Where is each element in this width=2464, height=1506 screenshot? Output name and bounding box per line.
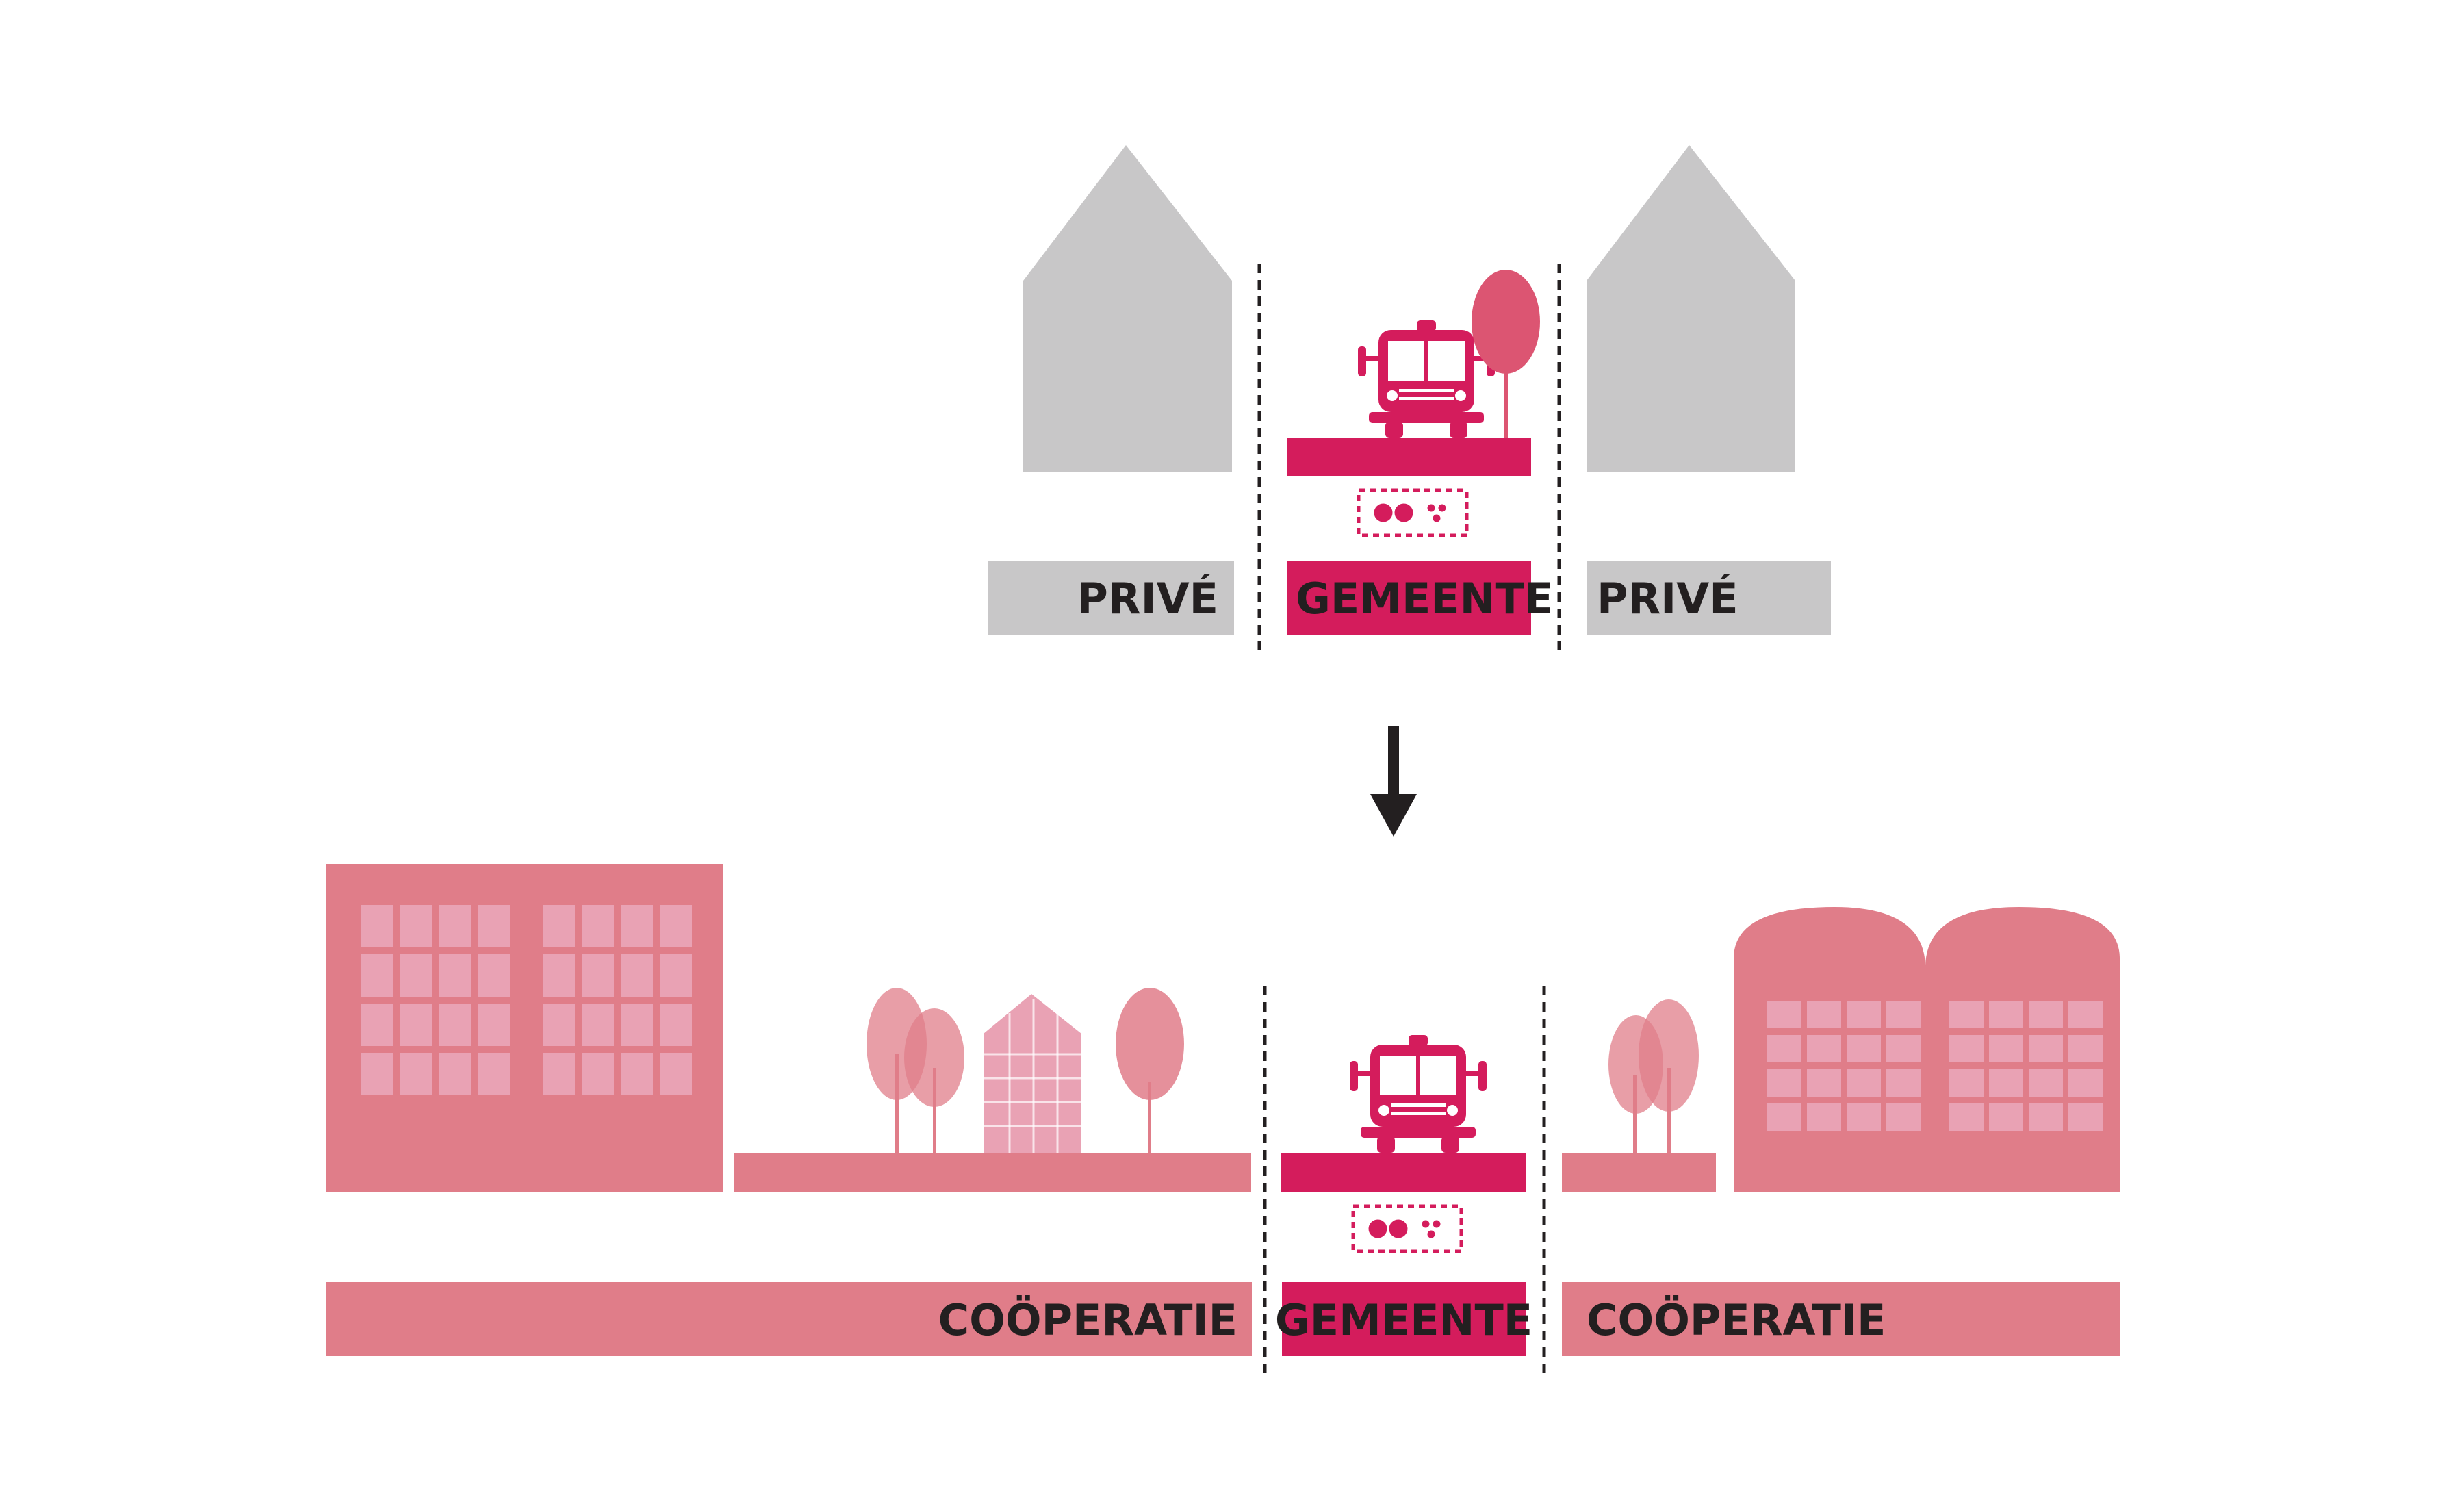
label-private-left: PRIVÉ	[988, 561, 1234, 635]
label-cooperative-right: COÖPERATIE	[1562, 1282, 2120, 1356]
greenhouse-icon	[984, 994, 1081, 1153]
street-strip	[1287, 438, 1531, 476]
svg-text:GEMEENTE: GEMEENTE	[1296, 574, 1553, 624]
label-private-right: PRIVÉ	[1587, 561, 1831, 635]
tree-icon	[867, 988, 964, 1153]
street-strip	[1281, 1153, 1526, 1192]
svg-text:PRIVÉ: PRIVÉ	[1597, 574, 1738, 624]
svg-text:PRIVÉ: PRIVÉ	[1077, 574, 1218, 624]
svg-text:GEMEENTE: GEMEENTE	[1275, 1295, 1532, 1345]
ground-strip	[1562, 1153, 1716, 1192]
tree-icon	[1472, 270, 1540, 438]
pipes-icon	[1353, 1206, 1461, 1251]
pipes-icon	[1359, 490, 1467, 535]
svg-text:COÖPERATIE: COÖPERATIE	[1587, 1295, 1886, 1345]
svg-text:COÖPERATIE: COÖPERATIE	[938, 1295, 1237, 1345]
hall-building-icon	[1734, 907, 2120, 1192]
ground-strip	[734, 1153, 1251, 1192]
down-arrow-icon	[1370, 726, 1417, 837]
bottom-section: COÖPERATIE GEMEENTE COÖPERATIE	[326, 864, 2120, 1376]
tree-icon	[1608, 999, 1699, 1153]
label-municipality-bottom: GEMEENTE	[1275, 1282, 1532, 1356]
tree-icon	[1116, 988, 1184, 1153]
house-icon	[1587, 145, 1795, 472]
fire-truck-icon	[1350, 1035, 1487, 1153]
top-section: PRIVÉ GEMEENTE PRIVÉ	[988, 145, 1831, 650]
apartment-building-icon	[326, 864, 723, 1192]
label-municipality-top: GEMEENTE	[1287, 561, 1553, 635]
label-cooperative-left: COÖPERATIE	[326, 1282, 1252, 1356]
house-icon	[1023, 145, 1232, 472]
